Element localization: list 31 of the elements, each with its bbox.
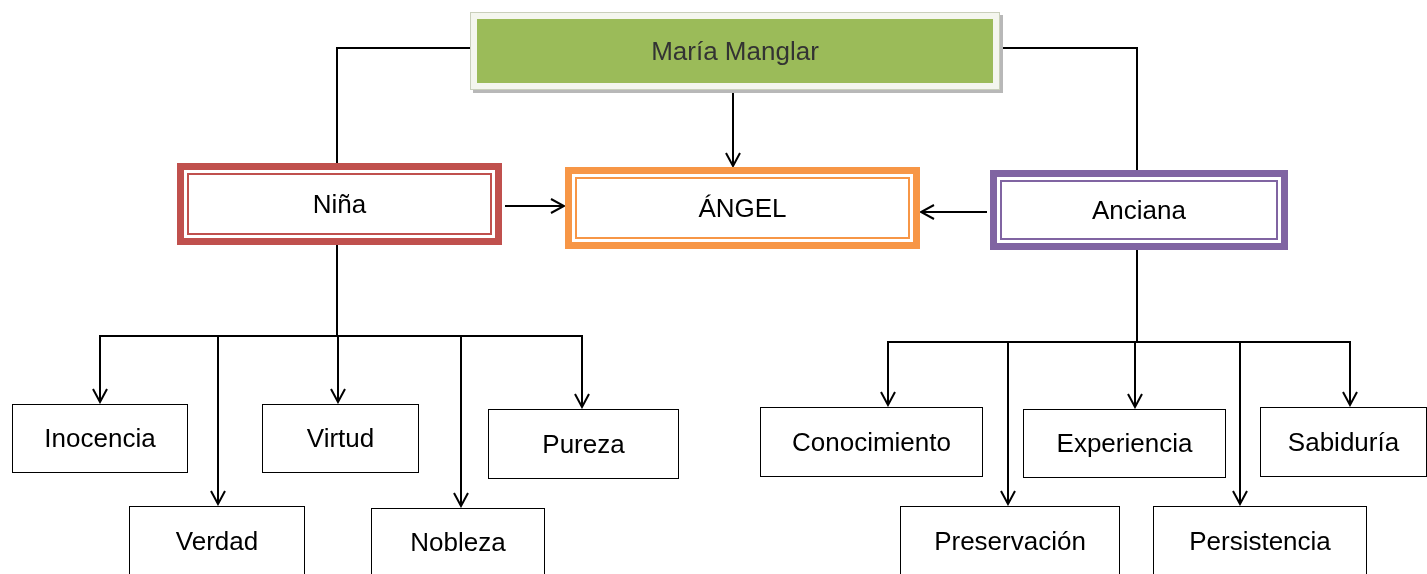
node-label: ÁNGEL	[698, 191, 787, 225]
node-label: Pureza	[542, 427, 625, 461]
concept-box	[1023, 409, 1226, 478]
node-label: Preservación	[934, 524, 1086, 558]
concept-box	[129, 506, 305, 574]
concept-box	[371, 508, 545, 574]
connector-arrow	[920, 204, 988, 220]
node-label: Nobleza	[410, 525, 506, 559]
node-label: Virtud	[306, 422, 375, 455]
concept-box	[1260, 407, 1427, 477]
node-label: Experiencia	[1056, 427, 1193, 460]
title-box	[470, 12, 1000, 90]
node-label: Persistencia	[1189, 524, 1331, 558]
concept-box	[900, 506, 1120, 574]
concept-box	[262, 404, 419, 473]
category-box	[177, 163, 502, 245]
node-label: Inocencia	[44, 422, 156, 455]
node-label: Sabiduría	[1287, 425, 1400, 459]
concept-box	[12, 404, 188, 473]
node-label: Anciana	[1092, 193, 1186, 227]
concept-box	[1153, 506, 1367, 574]
connector-arrow	[1136, 249, 1358, 406]
concept-box	[760, 407, 983, 477]
category-box	[990, 170, 1288, 250]
concept-box	[488, 409, 679, 479]
node-label: María Manglar	[651, 34, 819, 68]
category-box	[565, 167, 920, 249]
node-label: Niña	[312, 187, 367, 221]
connector-arrow	[504, 198, 565, 214]
node-label: Conocimiento	[792, 425, 951, 459]
node-label: Verdad	[175, 524, 259, 558]
